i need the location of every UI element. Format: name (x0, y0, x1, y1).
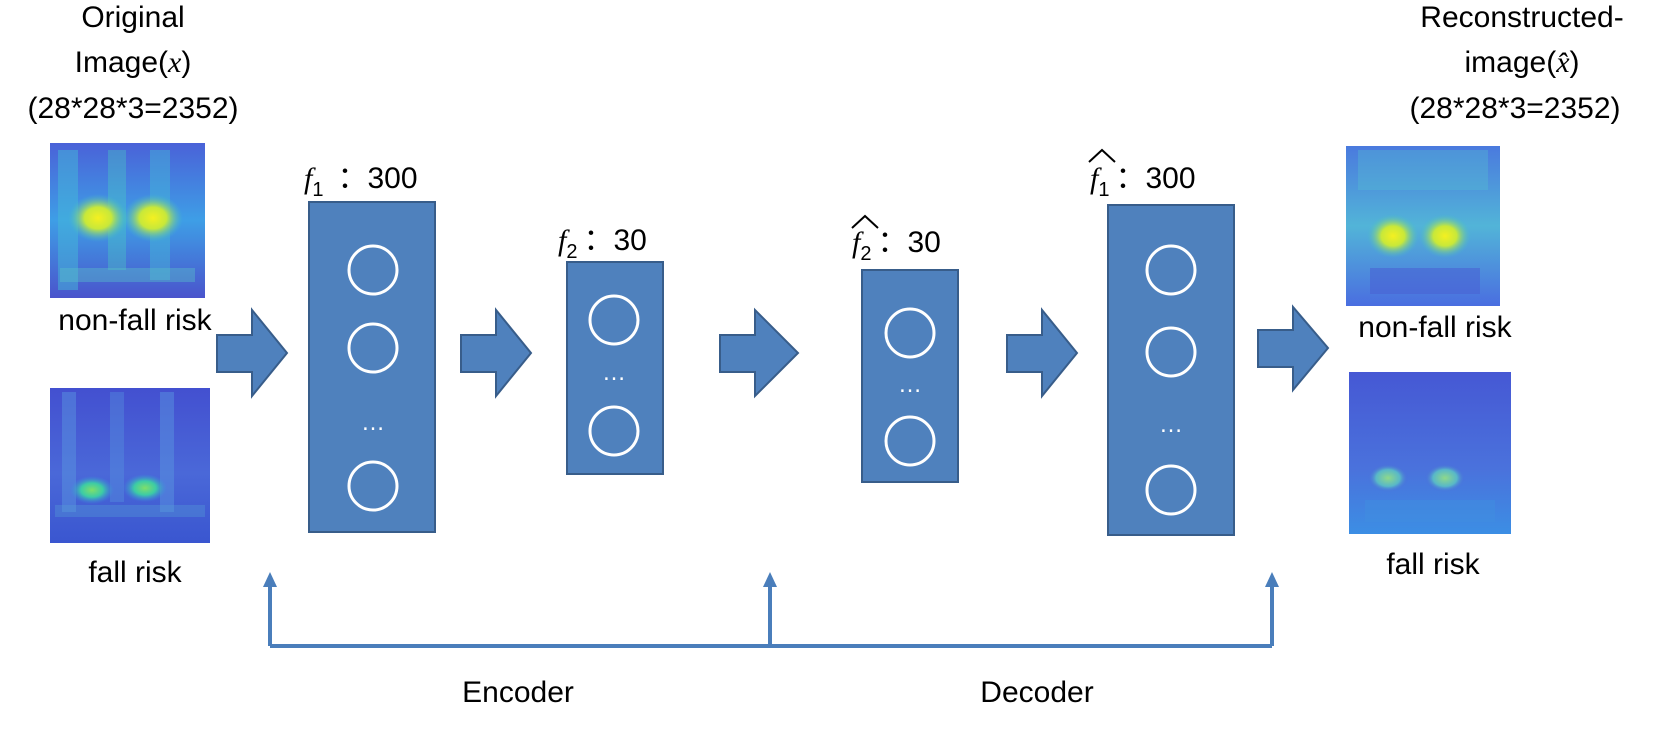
layer-f1-hat-ellipsis: … (1159, 411, 1183, 438)
output-fall-label: fall risk (1386, 548, 1480, 581)
input-fall-label: fall risk (88, 556, 182, 589)
layer-f2: f2：30 … (558, 224, 664, 475)
arrowhead-up (763, 572, 777, 587)
input-title-line1: Original (81, 1, 184, 34)
layer-f1-box (308, 201, 436, 533)
layer-f2-hat-node (884, 307, 936, 359)
arrow-f2-to-f2hat (719, 307, 800, 399)
layer-f1-hat-accent (1088, 148, 1116, 163)
output-title-line2: image(x̂) (1464, 46, 1579, 79)
input-title-line2: Image(x) (75, 46, 192, 79)
layer-f1-hat-box (1107, 204, 1235, 536)
arrow-f2hat-to-f1hat (1006, 307, 1079, 399)
layer-f2-hat: f2：30 … (851, 214, 959, 483)
layer-f2-hat-accent (851, 214, 879, 229)
layer-f1-node (347, 322, 399, 374)
layer-f1-node (347, 460, 399, 512)
layer-f1-hat-node (1145, 326, 1197, 378)
layer-f1-hat-node (1145, 464, 1197, 516)
input-nonfall-label: non-fall risk (58, 304, 212, 337)
encoder-label: Encoder (462, 676, 574, 709)
encoder-decoder-bracket (263, 572, 1279, 648)
input-size-label: (28*28*3=2352) (27, 92, 238, 125)
layer-f2-hat-node (884, 415, 936, 467)
layer-f1-node (347, 244, 399, 296)
layer-f2-hat-ellipsis: … (898, 371, 922, 398)
output-nonfall-label: non-fall risk (1358, 311, 1512, 344)
arrow-f1-to-f2 (460, 307, 533, 399)
layer-f2-hat-label: f2：30 (852, 226, 941, 265)
arrow-f1hat-to-output (1257, 304, 1330, 393)
layer-f2-hat-box (861, 269, 959, 483)
input-section: Original Image(x) (28*28*3=2352) non-fal… (27, 1, 238, 589)
layer-f1-label: f1：300 (304, 162, 418, 201)
input-nonfall-image (50, 143, 205, 298)
layer-f2-label: f2：30 (558, 224, 647, 263)
layer-f1-hat-label: f1：300 (1090, 162, 1196, 201)
output-nonfall-image (1346, 146, 1500, 306)
layer-f2-ellipsis: … (602, 359, 626, 386)
output-title-line1: Reconstructed- (1420, 1, 1623, 34)
output-size-label: (28*28*3=2352) (1409, 92, 1620, 125)
layer-f2-node (588, 405, 640, 457)
flow-arrows (216, 304, 1330, 399)
layer-f2-node (588, 294, 640, 346)
decoder-label: Decoder (980, 676, 1093, 709)
layer-f1-ellipsis: … (361, 409, 385, 436)
arrowhead-up (263, 572, 277, 587)
input-fall-image (50, 388, 210, 543)
output-fall-image (1349, 372, 1511, 534)
arrow-input-to-f1 (216, 307, 289, 399)
layer-f1: f1：300 … (304, 162, 436, 533)
output-section: Reconstructed- image(x̂) (28*28*3=2352) … (1346, 1, 1624, 581)
layer-f1-hat-node (1145, 244, 1197, 296)
arrowhead-up (1265, 572, 1279, 587)
layer-f1-hat: f1：300 … (1088, 148, 1235, 536)
